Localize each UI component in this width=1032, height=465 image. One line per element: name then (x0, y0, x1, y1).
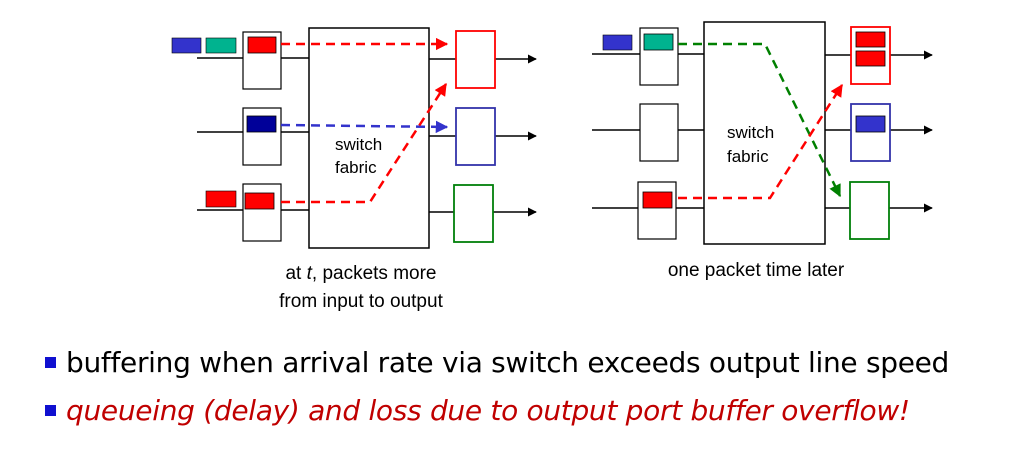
right-flow-green (678, 42, 842, 198)
left-switch-fabric (308, 27, 430, 249)
right-output-queued-blue (855, 115, 886, 133)
right-output-buffer-blue (850, 103, 891, 162)
left-output-buffer-blue (455, 107, 496, 166)
left-diagram: switch fabric at t, packets more from in… (171, 27, 537, 312)
left-input-buffer-3 (242, 183, 282, 242)
right-output-queued-red-1 (855, 31, 886, 48)
left-arriving-packet-teal (205, 37, 237, 54)
right-fabric-label-line2: fabric (727, 147, 769, 166)
bullet-marker (45, 357, 56, 368)
left-flow-blue (280, 120, 449, 134)
bullet-text-buffering: buffering when arrival rate via switch e… (66, 346, 950, 379)
left-queued-packet-red (247, 36, 277, 54)
left-arriving-packet-red (205, 190, 237, 208)
right-queued-packet-red (642, 191, 673, 209)
right-output-queued-red-2 (855, 50, 886, 67)
left-output-buffer-green (453, 184, 494, 243)
right-fabric-label-line1: switch (727, 123, 774, 142)
left-caption-line1: at t, packets more (285, 263, 436, 284)
right-flow-red (678, 83, 844, 200)
bullet-item-buffering: buffering when arrival rate via switch e… (40, 343, 1030, 391)
right-input-buffer-3 (637, 181, 677, 240)
right-output-buffer-green (849, 181, 890, 240)
left-queued-packet-red-3 (244, 192, 275, 210)
right-queued-packet-teal (643, 33, 674, 51)
left-arriving-packet-blue (171, 37, 202, 54)
right-diagram: switch fabric one packet time later (592, 21, 933, 281)
left-queued-packet-darkblue (246, 115, 277, 133)
right-arriving-packet-blue (602, 34, 633, 51)
left-flow-red-bottom (281, 82, 448, 204)
bullet-marker (45, 405, 56, 416)
switch-output-queueing-diagram: switch fabric at t, packets more from in… (171, 21, 933, 312)
left-caption-line2: from input to output (279, 291, 443, 312)
bullet-item-queueing: queueing (delay) and loss due to output … (40, 391, 1030, 439)
left-fabric-label-line1: switch (335, 135, 382, 154)
left-fabric-label-line2: fabric (335, 158, 377, 177)
right-input-buffer-2 (639, 103, 679, 162)
bullet-list: buffering when arrival rate via switch e… (40, 343, 1030, 439)
bullet-text-queueing: queueing (delay) and loss due to output … (66, 394, 910, 427)
right-switch-fabric (703, 21, 826, 245)
right-caption: one packet time later (668, 260, 845, 281)
left-output-buffer-red (455, 30, 496, 89)
